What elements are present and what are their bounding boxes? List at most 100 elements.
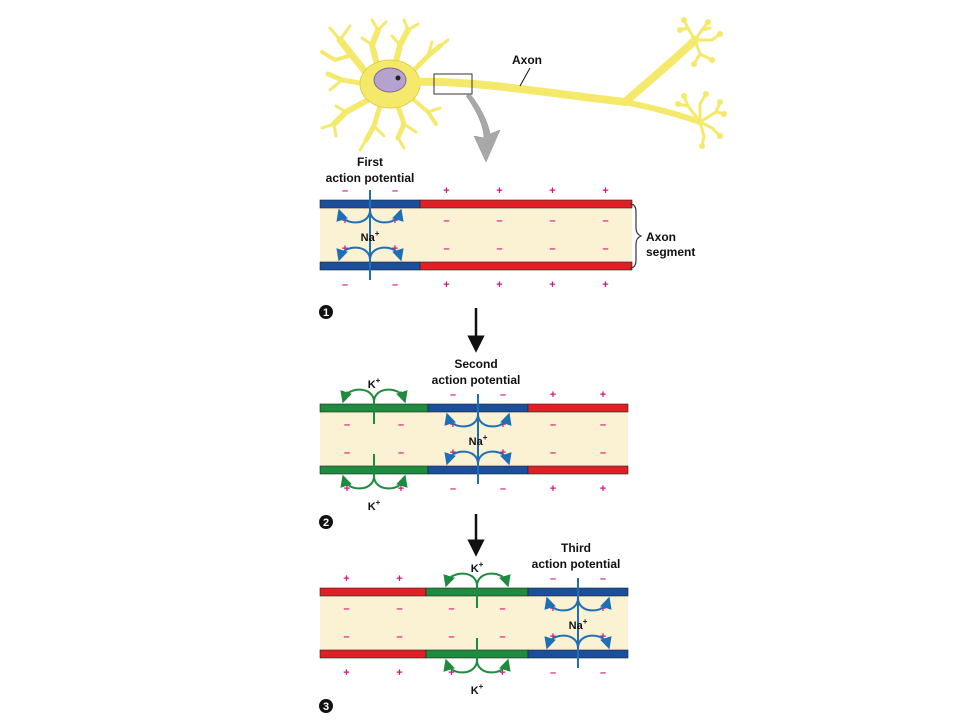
axon-segment-label-line2: segment: [646, 245, 695, 259]
charge-inside-top: –: [448, 603, 454, 615]
panel-title-line1: Second: [454, 357, 497, 371]
terminal-knobs: [675, 17, 727, 149]
charge-outside-bottom: +: [344, 483, 350, 495]
charge-outside-top: +: [600, 389, 606, 401]
charge-inside-bottom: –: [443, 243, 449, 255]
charge-outside-bottom: –: [600, 667, 606, 679]
charge-outside-top: –: [550, 573, 556, 585]
membrane-bottom-resting: [419, 261, 633, 271]
charge-inside-top: –: [343, 603, 349, 615]
step-number: 2: [323, 517, 329, 529]
axon-shaft: [408, 36, 699, 107]
charge-inside-top: –: [600, 419, 606, 431]
charge-inside-bottom: –: [343, 631, 349, 643]
charge-outside-bottom: +: [600, 483, 606, 495]
membrane-bottom-resting: [527, 465, 629, 475]
charge-outside-top: +: [343, 573, 349, 585]
axon-segment-bracket: Axon segment: [629, 203, 695, 269]
charge-outside-bottom: –: [342, 279, 348, 291]
ion-flow-arrow-left: [340, 474, 375, 490]
charge-outside-bottom: –: [450, 483, 456, 495]
step-badge-1: [319, 305, 333, 319]
charge-inside-top: –: [602, 215, 608, 227]
charge-inside-top: –: [396, 603, 402, 615]
step-badge-2: [319, 515, 333, 529]
charge-outside-bottom: +: [550, 483, 556, 495]
charge-outside-bottom: +: [448, 667, 454, 679]
panel-title-line2: action potential: [326, 171, 415, 185]
charge-outside-top: +: [443, 185, 449, 197]
charge-outside-bottom: +: [602, 279, 608, 291]
charge-inside-top: –: [549, 215, 555, 227]
charge-outside-bottom: –: [392, 279, 398, 291]
sodium-ion-label: Na+: [469, 433, 488, 448]
charge-outside-bottom: +: [396, 667, 402, 679]
charge-outside-bottom: +: [499, 667, 505, 679]
step-number: 3: [323, 701, 329, 713]
potassium-ion-label-top: K+: [368, 376, 381, 391]
ion-flow-arrow-left: [443, 658, 478, 674]
nucleolus: [395, 75, 401, 81]
charge-outside-top: +: [550, 389, 556, 401]
membrane-bottom-resting: [319, 649, 427, 659]
ion-flow-arrow-right: [476, 658, 511, 674]
charge-outside-top: +: [496, 185, 502, 197]
charge-inside-bottom: –: [398, 447, 404, 459]
axon-label: Axon: [512, 53, 542, 67]
charge-inside-top: –: [550, 419, 556, 431]
charge-outside-bottom: +: [496, 279, 502, 291]
ion-flow-arrow-left: [443, 572, 478, 588]
charge-outside-top: +: [396, 573, 402, 585]
panel-title-line2: action potential: [532, 557, 621, 571]
potassium-ion-label-bottom: K+: [471, 682, 484, 697]
charge-inside-bottom: –: [344, 447, 350, 459]
charge-outside-top: –: [342, 185, 348, 197]
nucleus: [373, 67, 407, 93]
charge-inside-bottom: –: [396, 631, 402, 643]
axon-terminals: [676, 18, 726, 148]
axon-branch-lower: [622, 99, 703, 125]
charge-inside-top: –: [499, 603, 505, 615]
charge-inside-bottom: –: [549, 243, 555, 255]
ion-flow-arrow-left: [444, 450, 479, 466]
step-number: 1: [323, 307, 329, 319]
panel-2: ++––++––––++––++++––++––K+K+Na+Secondact…: [319, 357, 629, 529]
charge-inside-bottom: –: [448, 631, 454, 643]
charge-outside-bottom: +: [443, 279, 449, 291]
sodium-ion-label: Na+: [569, 617, 588, 632]
step-badge-3: [319, 699, 333, 713]
ion-flow-arrow-right: [577, 596, 612, 612]
axon-interior: [320, 412, 628, 466]
ion-flow-arrow-right: [477, 450, 512, 466]
charge-outside-bottom: +: [549, 279, 555, 291]
panel-3: ++––++––++––++––––++––++K+K+Na+Thirdacti…: [319, 541, 629, 713]
ion-flow-arrow-left: [336, 246, 371, 262]
charge-inside-bottom: –: [600, 447, 606, 459]
charge-inside-bottom: –: [550, 447, 556, 459]
ion-flow-arrow-left: [336, 208, 371, 224]
charge-outside-bottom: +: [398, 483, 404, 495]
ion-flow-arrow-right: [476, 572, 511, 588]
ion-flow-arrow-left: [444, 412, 479, 428]
charge-outside-bottom: +: [343, 667, 349, 679]
potassium-ion-label-bottom: K+: [368, 498, 381, 513]
ion-flow-arrow-right: [373, 388, 408, 404]
charge-outside-top: –: [392, 185, 398, 197]
ion-flow-arrow-left: [544, 634, 579, 650]
membrane-top-resting: [419, 199, 633, 209]
dendrites: [320, 18, 450, 152]
ion-flow-arrow-left: [544, 596, 579, 612]
panel-title-line2: action potential: [432, 373, 521, 387]
ion-flow-arrow-right: [369, 246, 404, 262]
ion-flow-arrow-right: [373, 474, 408, 490]
membrane-top-resting: [319, 587, 427, 597]
charge-inside-top: –: [344, 419, 350, 431]
charge-outside-top: –: [500, 389, 506, 401]
sodium-ion-label: Na+: [361, 229, 380, 244]
charge-inside-bottom: –: [499, 631, 505, 643]
ion-flow-arrow-right: [369, 208, 404, 224]
panel-title-line1: First: [357, 155, 383, 169]
axon-label-leader: [519, 67, 531, 87]
